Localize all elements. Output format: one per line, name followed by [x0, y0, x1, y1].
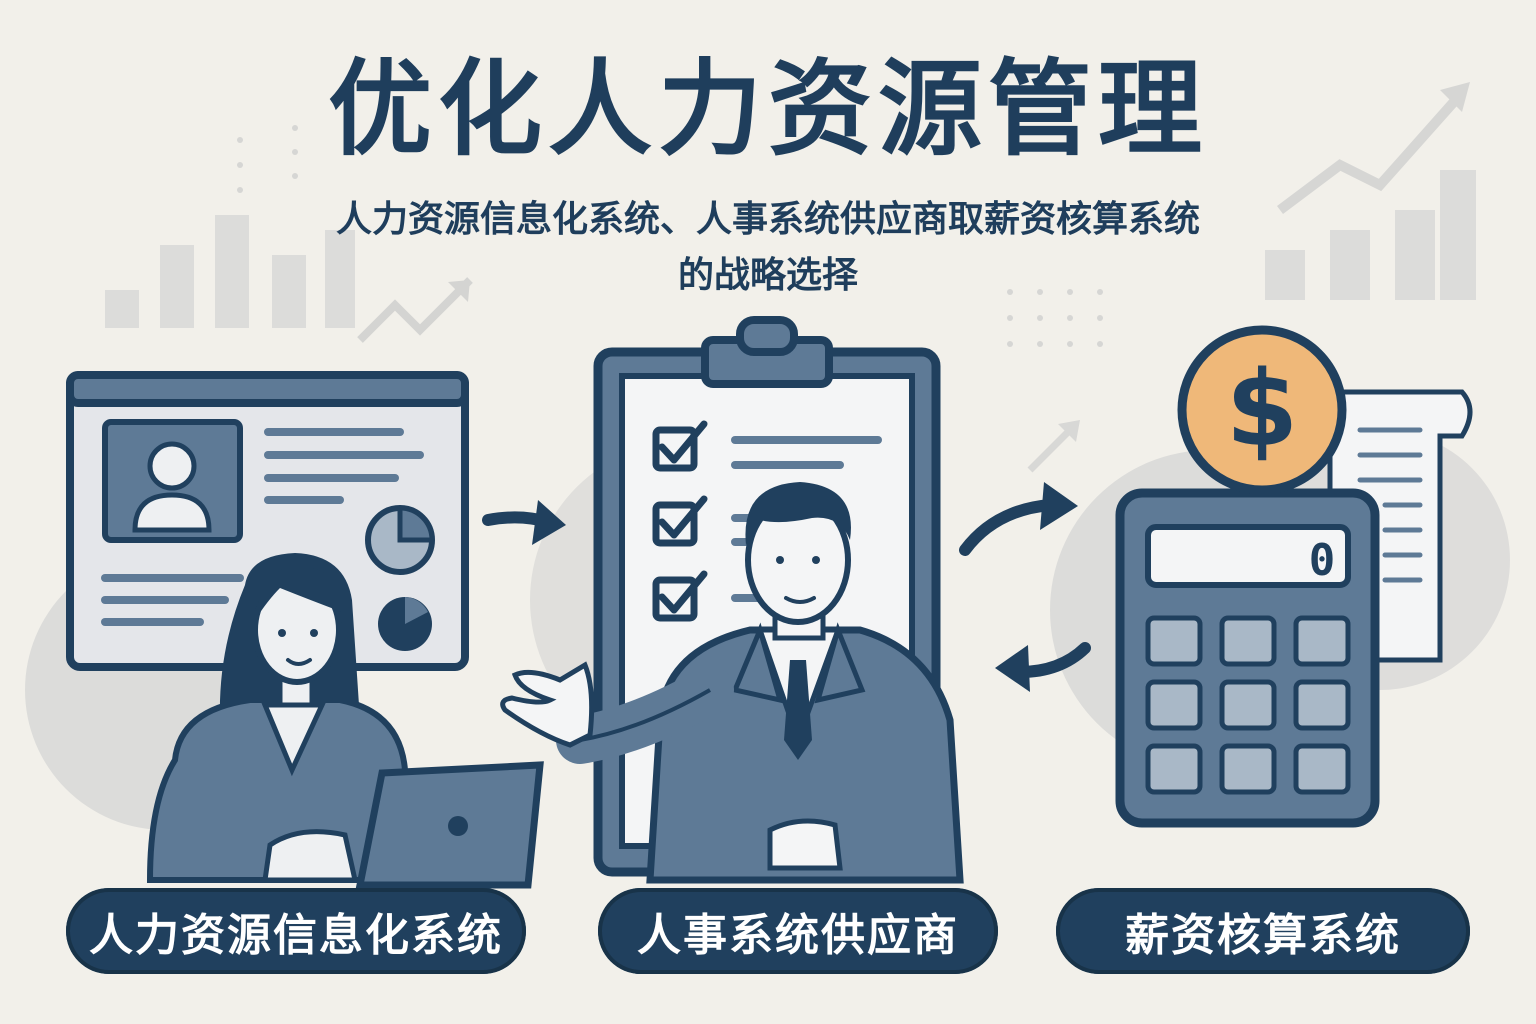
- trend-arrow-decor-right: [1277, 91, 1464, 214]
- cycle-arrows-icon: [959, 482, 1091, 692]
- calculator-display-digit: 0: [1309, 535, 1336, 586]
- page-subtitle: 人力资源信息化系统、人事系统供应商取薪资核算系统 的战略选择: [200, 192, 1336, 304]
- page-title: 优化人力资源管理: [327, 48, 1208, 170]
- pie-chart-icon-small: [378, 597, 432, 651]
- subtitle-line-2: 的战略选择: [677, 254, 858, 296]
- user-profile-icon: [102, 419, 243, 543]
- calculator-display: [1145, 524, 1351, 588]
- pie-chart-icon: [365, 505, 435, 575]
- checkbox-checked-icon: [652, 420, 708, 622]
- calculator-keys: [1145, 615, 1351, 795]
- text-lines: [101, 428, 424, 626]
- bar-chart-decor-left: [105, 215, 355, 328]
- dollar-sign: $: [1226, 348, 1298, 470]
- dollar-coin-icon: $: [1177, 325, 1347, 495]
- laptop-icon: [355, 761, 544, 889]
- hris-screen: [66, 371, 469, 671]
- label-hr-vendor: 人事系统供应商: [598, 888, 998, 974]
- bar-chart-decor-right: [1265, 170, 1476, 300]
- open-hand-icon: [500, 661, 595, 748]
- businessman: [500, 482, 964, 884]
- calculator-icon: 0: [1115, 488, 1380, 828]
- label-payroll: 薪资核算系统: [1056, 888, 1470, 974]
- subtitle-line-1: 人力资源信息化系统、人事系统供应商取薪资核算系统: [335, 199, 1200, 240]
- right-arrow-icon: [482, 500, 566, 545]
- dot-grid-decor: [237, 125, 1103, 347]
- woman-with-laptop: [146, 553, 544, 889]
- trend-arrow-decor-mid: [357, 277, 473, 343]
- label-hris: 人力资源信息化系统: [66, 888, 526, 974]
